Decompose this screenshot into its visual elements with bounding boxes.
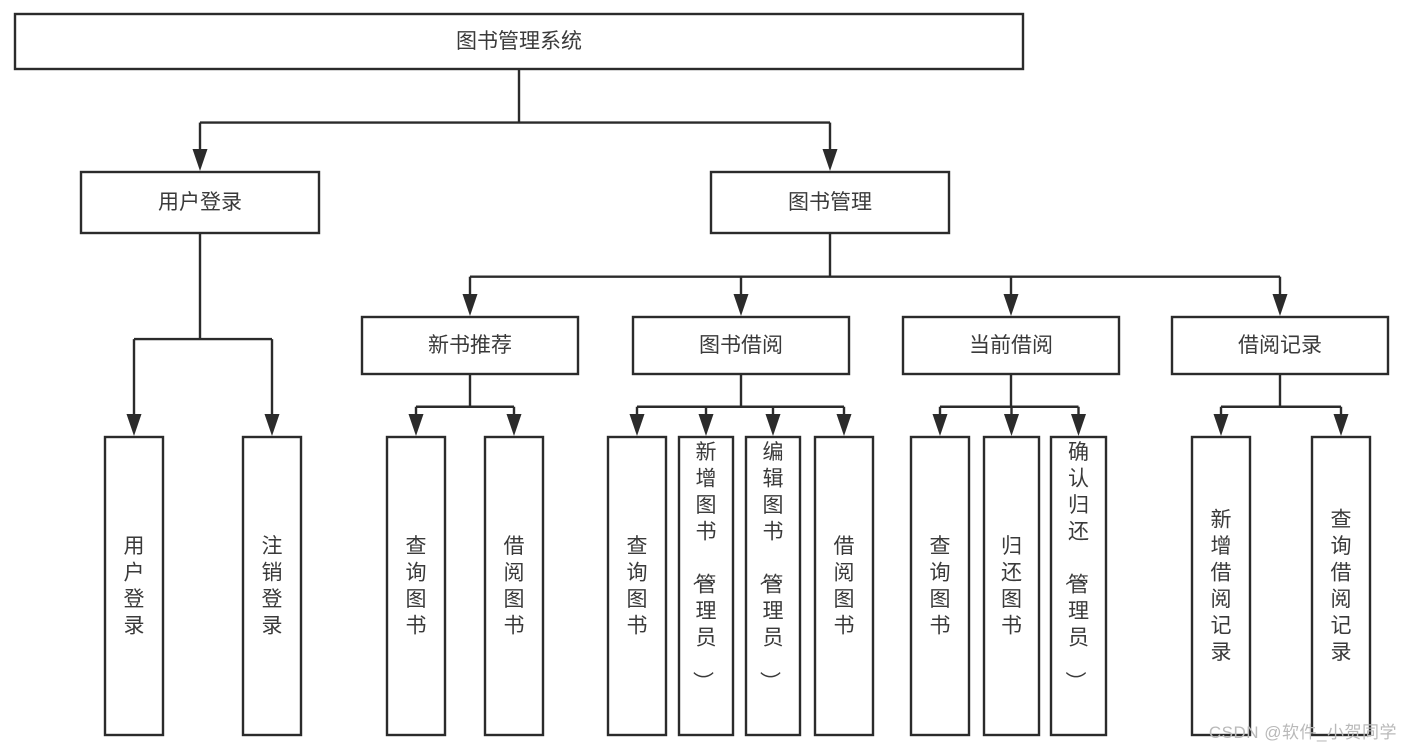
arrow-head-icon [1272,294,1288,316]
node-box[interactable] [385,435,447,737]
node-leaf-cb-return[interactable]: 归还图书 [982,435,1041,737]
connector-group [126,233,280,436]
node-leaf-nb-query[interactable]: 查询图书 [385,435,447,737]
node-label: 图书管理系统 [456,30,582,53]
node-leaf-bb-add[interactable]: 新增图书（管理员） [677,435,735,737]
node-label: 图书管理 [788,191,872,214]
node-box[interactable] [901,315,1121,376]
node-box[interactable] [709,170,951,235]
node-box[interactable] [13,12,1025,71]
node-leaf-bb-query[interactable]: 查询图书 [606,435,668,737]
node-label: 归还图书 [1001,535,1022,638]
node-label: 新书推荐 [428,334,512,357]
arrow-head-icon [126,414,142,436]
node-new-book-rec[interactable]: 新书推荐 [360,315,580,376]
arrow-head-icon [1003,294,1019,316]
node-box[interactable] [909,435,971,737]
node-box[interactable] [79,170,321,235]
node-book-borrow[interactable]: 图书借阅 [631,315,851,376]
node-label: 查询图书 [930,535,951,638]
node-box[interactable] [744,435,802,737]
node-current-borrow[interactable]: 当前借阅 [901,315,1121,376]
node-root[interactable]: 图书管理系统 [13,12,1025,71]
arrow-head-icon [192,149,208,171]
arrow-head-icon [1004,414,1019,436]
node-leaf-cb-confirm[interactable]: 确认归还（管理员） [1049,435,1108,737]
node-box[interactable] [1049,435,1108,737]
arrow-head-icon [462,294,478,316]
node-leaf-bb-edit[interactable]: 编辑图书（管理员） [744,435,802,737]
node-label: 图书借阅 [699,334,783,357]
connector-group [1213,374,1349,436]
arrow-head-icon [932,414,948,436]
node-box[interactable] [1310,435,1372,737]
node-box[interactable] [1170,315,1390,376]
node-label: 新增图书（管理员） [691,441,717,692]
node-leaf-cb-query[interactable]: 查询图书 [909,435,971,737]
node-book-manage[interactable]: 图书管理 [709,170,951,235]
node-label: 查询图书 [627,535,648,638]
node-leaf-br-add[interactable]: 新增借阅记录 [1190,435,1252,737]
node-label: 注销登录 [262,535,283,638]
node-label: 新增借阅记录 [1211,509,1232,665]
arrow-head-icon [1333,414,1349,436]
node-label: 借阅记录 [1238,334,1322,357]
node-label: 当前借阅 [969,334,1053,357]
node-borrow-record[interactable]: 借阅记录 [1170,315,1390,376]
node-box[interactable] [360,315,580,376]
arrow-head-icon [264,414,280,436]
arrow-head-icon [733,294,749,316]
nodes-layer: 图书管理系统用户登录图书管理新书推荐图书借阅当前借阅借阅记录用户登录注销登录查询… [13,12,1390,737]
arrow-head-icon [1071,414,1086,436]
node-box[interactable] [677,435,735,737]
node-box[interactable] [606,435,668,737]
arrow-head-icon [629,414,645,436]
watermark-text: CSDN @软件_小贺同学 [1208,723,1397,742]
arrow-head-icon [506,414,522,436]
node-label: 借阅图书 [504,535,525,638]
connector-group [462,233,1288,316]
node-box[interactable] [982,435,1041,737]
node-box[interactable] [103,435,165,737]
connector-group [932,374,1086,436]
node-user-login[interactable]: 用户登录 [79,170,321,235]
node-label: 编辑图书（管理员） [758,441,784,692]
arrow-head-icon [698,414,714,436]
node-label: 查询借阅记录 [1331,509,1352,665]
node-leaf-bb-borrow[interactable]: 借阅图书 [813,435,875,737]
node-leaf-nb-borrow[interactable]: 借阅图书 [483,435,545,737]
arrow-head-icon [1213,414,1229,436]
node-label: 确认归还（管理员） [1063,441,1089,692]
node-box[interactable] [631,315,851,376]
arrow-head-icon [822,149,838,171]
arrow-head-icon [765,414,781,436]
node-leaf-br-query[interactable]: 查询借阅记录 [1310,435,1372,737]
connector-group [629,374,852,436]
node-leaf-user-login[interactable]: 用户登录 [103,435,165,737]
node-label: 用户登录 [158,191,242,214]
node-box[interactable] [1190,435,1252,737]
arrow-head-icon [836,414,852,436]
connector-group [408,374,522,436]
arrow-head-icon [408,414,424,436]
node-box[interactable] [813,435,875,737]
node-label: 用户登录 [124,535,145,638]
node-leaf-user-logout[interactable]: 注销登录 [241,435,303,737]
connector-group [192,69,838,171]
node-box[interactable] [241,435,303,737]
node-box[interactable] [483,435,545,737]
node-label: 借阅图书 [834,535,855,638]
node-label: 查询图书 [406,535,427,638]
edges-layer [126,69,1349,436]
